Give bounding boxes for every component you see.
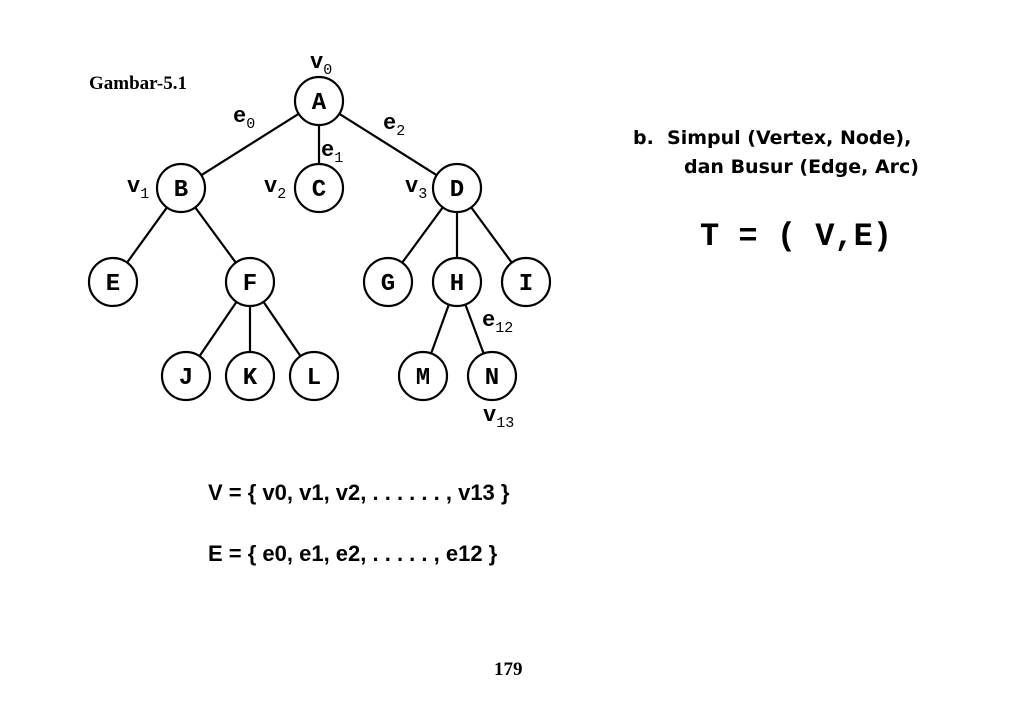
node-circle (293, 162, 345, 214)
edge-F-L (262, 301, 302, 357)
node-F: F (224, 256, 276, 308)
node-B: B (155, 162, 207, 214)
edge-F-J (198, 301, 238, 357)
node-E: E (87, 256, 139, 308)
node-label: L (307, 365, 321, 392)
node-label: C (312, 177, 326, 204)
node-L: L (288, 350, 340, 402)
annotation-e1: e1 (321, 138, 344, 167)
node-circle (293, 75, 345, 127)
annotation-e12: e12 (482, 308, 514, 337)
section-heading-line1: b. Simpul (Vertex, Node), (633, 127, 912, 149)
annotation-e0: e0 (233, 104, 256, 133)
node-circle (155, 162, 207, 214)
node-circle (288, 350, 340, 402)
figure-label: Gambar-5.1 (89, 73, 187, 94)
node-label: J (179, 365, 193, 392)
node-label: D (450, 177, 464, 204)
node-circle (362, 256, 414, 308)
node-label: K (243, 365, 258, 392)
vertex-set: V = { v0, v1, v2, . . . . . . , v13 } (208, 480, 510, 505)
node-J: J (160, 350, 212, 402)
node-label: H (450, 271, 464, 298)
node-D: D (431, 162, 483, 214)
edge-D-I (470, 206, 513, 264)
node-label: E (106, 271, 120, 298)
annotation-v1: v1 (127, 174, 150, 203)
node-circle (500, 256, 552, 308)
node-circle (160, 350, 212, 402)
node-I: I (500, 256, 552, 308)
annotation-v13: v13 (483, 403, 515, 432)
annotation-v3: v3 (405, 174, 428, 203)
node-label: F (243, 271, 257, 298)
node-M: M (397, 350, 449, 402)
node-H: H (431, 256, 483, 308)
edge-D-G (401, 206, 444, 264)
edge-B-E (126, 206, 168, 264)
node-circle (224, 256, 276, 308)
node-label: M (416, 365, 430, 392)
node-label: I (519, 271, 533, 298)
page-number: 179 (494, 659, 523, 680)
node-circle (397, 350, 449, 402)
edge-B-F (194, 206, 237, 264)
annotation-v2: v2 (264, 174, 287, 203)
node-circle (466, 350, 518, 402)
node-A: A (293, 75, 345, 127)
node-circle (431, 162, 483, 214)
node-C: C (293, 162, 345, 214)
node-N: N (466, 350, 518, 402)
node-circle (87, 256, 139, 308)
node-label: N (485, 365, 499, 392)
edge-set: E = { e0, e1, e2, . . . . . , e12 } (208, 541, 498, 566)
edge-A-B (200, 112, 300, 177)
edge-A-D (338, 112, 438, 177)
edge-H-M (430, 304, 450, 354)
edge-H-N (464, 304, 485, 354)
node-label: B (174, 177, 188, 204)
node-G: G (362, 256, 414, 308)
formula: T = ( V,E) (700, 218, 893, 255)
node-circle (431, 256, 483, 308)
annotation-e2: e2 (383, 111, 406, 140)
annotation-v0: v0 (310, 50, 333, 79)
node-K: K (224, 350, 276, 402)
node-label: A (312, 90, 327, 117)
node-circle (224, 350, 276, 402)
section-heading-line2: dan Busur (Edge, Arc) (684, 156, 919, 178)
node-label: G (381, 271, 395, 298)
